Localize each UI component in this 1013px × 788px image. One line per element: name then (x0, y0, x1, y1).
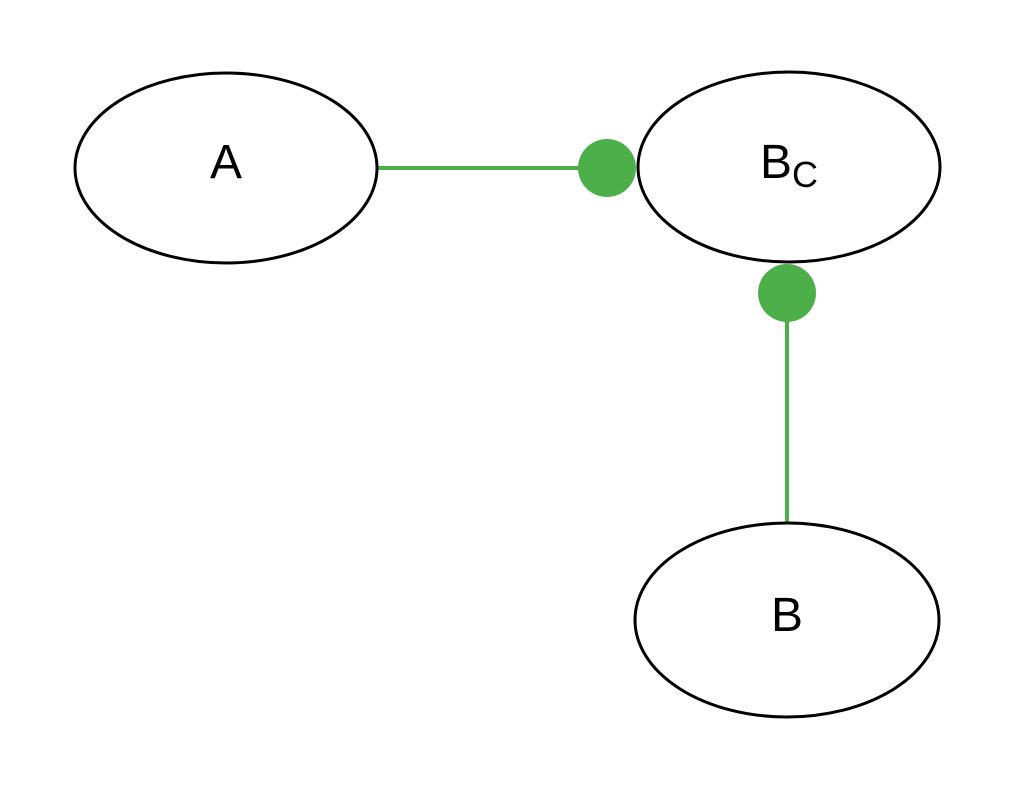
node-bc: BC (636, 70, 942, 264)
node-bc-label: BC (760, 136, 818, 195)
node-bc-ellipse (636, 70, 942, 264)
node-a: A (73, 71, 379, 265)
node-a-ellipse (73, 71, 379, 265)
edge-a-to-bc (377, 139, 636, 197)
node-bc-label-subscript: C (792, 154, 818, 195)
node-b-label: B (771, 589, 803, 642)
node-bc-label-main: B (760, 136, 792, 189)
node-a-label: A (210, 136, 242, 189)
node-b-ellipse (633, 521, 941, 719)
edge-bc-to-b-dot-connector (758, 264, 816, 322)
node-b: B (633, 521, 941, 719)
edge-bc-to-b (758, 264, 816, 523)
edge-a-to-bc-dot-connector (578, 139, 636, 197)
